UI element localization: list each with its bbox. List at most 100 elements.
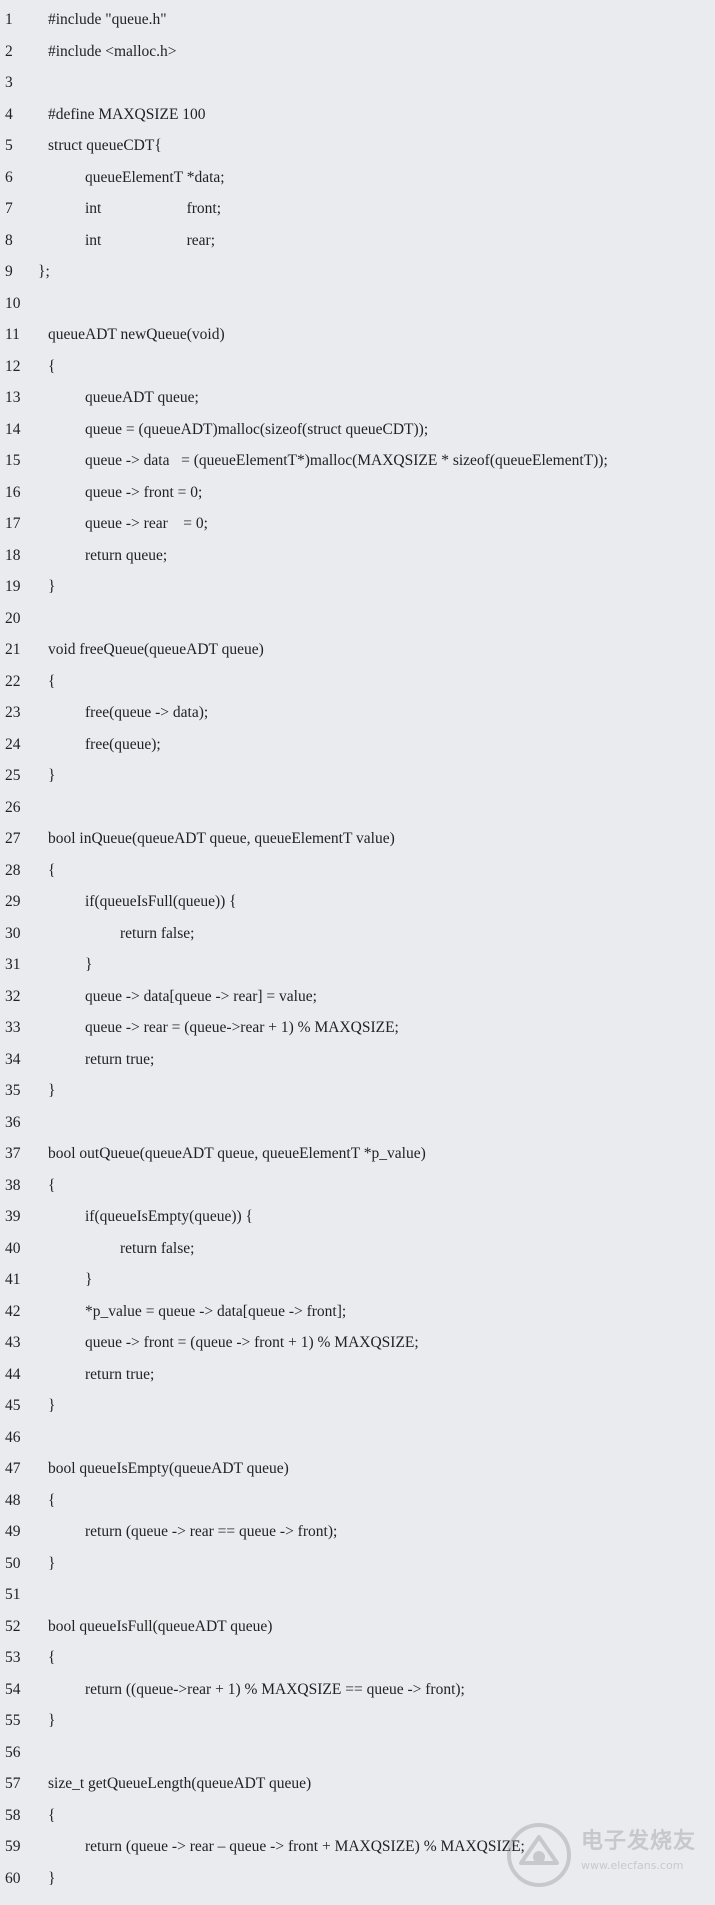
code-line: 44 return true; xyxy=(0,1359,715,1391)
line-code: queue -> rear = (queue->rear + 1) % MAXQ… xyxy=(85,1019,399,1036)
line-code: { xyxy=(48,1176,56,1194)
line-number: 34 xyxy=(5,1050,21,1068)
line-number: 47 xyxy=(5,1460,21,1477)
code-line: 1#include "queue.h" xyxy=(0,4,715,36)
line-code: *p_value = queue -> data[queue -> front]… xyxy=(85,1302,347,1320)
line-number: 40 xyxy=(5,1239,21,1257)
line-number: 50 xyxy=(5,1554,21,1572)
line-number: 59 xyxy=(5,1838,21,1855)
line-number: 20 xyxy=(5,609,21,627)
line-number: 26 xyxy=(5,798,21,816)
line-number: 4 xyxy=(5,105,13,123)
line-number: 46 xyxy=(5,1428,21,1446)
line-number: 60 xyxy=(5,1869,21,1887)
line-code: free(queue); xyxy=(85,735,161,753)
line-code: queue = (queueADT)malloc(sizeof(struct q… xyxy=(85,420,429,438)
line-code: } xyxy=(48,1082,56,1099)
line-code: return true; xyxy=(85,1365,155,1383)
line-code: queue -> data[queue -> rear] = value; xyxy=(85,987,317,1005)
line-number: 57 xyxy=(5,1775,21,1792)
line-number: 12 xyxy=(5,357,21,375)
line-number: 18 xyxy=(5,546,21,564)
code-line: 9}; xyxy=(0,256,715,288)
line-number: 44 xyxy=(5,1365,21,1383)
line-number: 22 xyxy=(5,672,21,690)
code-line: 10 xyxy=(0,288,715,320)
code-line: 12 { xyxy=(0,351,715,383)
line-code: { xyxy=(48,1491,56,1509)
line-number: 13 xyxy=(5,389,21,406)
code-line: 16 queue -> front = 0; xyxy=(0,477,715,509)
line-code: if(queueIsFull(queue)) { xyxy=(85,893,237,910)
line-number: 24 xyxy=(5,735,21,753)
code-line: 24 free(queue); xyxy=(0,729,715,761)
line-code: bool queueIsEmpty(queueADT queue) xyxy=(48,1460,289,1477)
code-line: 30 return false; xyxy=(0,918,715,950)
code-line: 38 { xyxy=(0,1170,715,1202)
line-code: return false; xyxy=(120,1239,195,1257)
code-line: 42 *p_value = queue -> data[queue -> fron… xyxy=(0,1296,715,1328)
code-line: 45} xyxy=(0,1390,715,1422)
line-number: 21 xyxy=(5,641,21,658)
code-line: 26 xyxy=(0,792,715,824)
line-code: { xyxy=(48,861,56,879)
line-code: queue -> front = 0; xyxy=(85,483,203,501)
code-line: 55} xyxy=(0,1705,715,1737)
line-code: { xyxy=(48,357,56,375)
line-code: int rear; xyxy=(85,231,216,249)
watermark-url: www.elecfans.com xyxy=(581,1859,684,1872)
line-code: bool queueIsFull(queueADT queue) xyxy=(48,1617,273,1635)
line-number: 11 xyxy=(5,326,20,343)
line-number: 45 xyxy=(5,1397,21,1414)
line-number: 38 xyxy=(5,1176,21,1194)
code-line: 29 if(queueIsFull(queue)) { xyxy=(0,886,715,918)
code-line: 50} xyxy=(0,1548,715,1580)
code-line: 22{ xyxy=(0,666,715,698)
line-number: 52 xyxy=(5,1617,21,1635)
elecfans-logo-icon xyxy=(507,1823,571,1887)
line-number: 56 xyxy=(5,1743,21,1761)
code-line: 28{ xyxy=(0,855,715,887)
line-number: 58 xyxy=(5,1806,21,1824)
code-line: 48{ xyxy=(0,1485,715,1517)
line-number: 19 xyxy=(5,578,21,595)
line-number: 30 xyxy=(5,924,21,942)
watermark-brand: 电子发烧友 xyxy=(581,1829,697,1854)
code-line: 57 size_t getQueueLength(queueADT queue) xyxy=(0,1768,715,1800)
code-line: 36 xyxy=(0,1107,715,1139)
line-code: size_t getQueueLength(queueADT queue) xyxy=(48,1775,312,1792)
line-code: return (queue -> rear == queue -> front)… xyxy=(85,1523,338,1540)
line-code: queueADT newQueue(void) xyxy=(48,326,225,343)
line-number: 16 xyxy=(5,483,21,501)
line-number: 35 xyxy=(5,1082,21,1099)
line-code: int front; xyxy=(85,200,222,217)
line-code: bool outQueue(queueADT queue, queueEleme… xyxy=(48,1145,426,1162)
code-line: 51 xyxy=(0,1579,715,1611)
line-code: } xyxy=(85,1271,93,1288)
line-number: 23 xyxy=(5,704,21,721)
line-code: return false; xyxy=(120,924,195,942)
line-code: return ((queue->rear + 1) % MAXQSIZE == … xyxy=(85,1680,465,1698)
line-code: queue -> rear = 0; xyxy=(85,515,208,532)
code-line: 2#include <malloc.h> xyxy=(0,36,715,68)
line-code: } xyxy=(48,1554,56,1572)
watermark: 电子发烧友 www.elecfans.com xyxy=(503,1819,703,1893)
line-number: 2 xyxy=(5,42,13,60)
line-number: 29 xyxy=(5,893,21,910)
line-number: 41 xyxy=(5,1271,21,1288)
line-number: 10 xyxy=(5,294,21,312)
line-number: 55 xyxy=(5,1712,21,1729)
code-line: 4#define MAXQSIZE 100 xyxy=(0,99,715,131)
line-number: 6 xyxy=(5,168,13,186)
line-number: 42 xyxy=(5,1302,21,1320)
